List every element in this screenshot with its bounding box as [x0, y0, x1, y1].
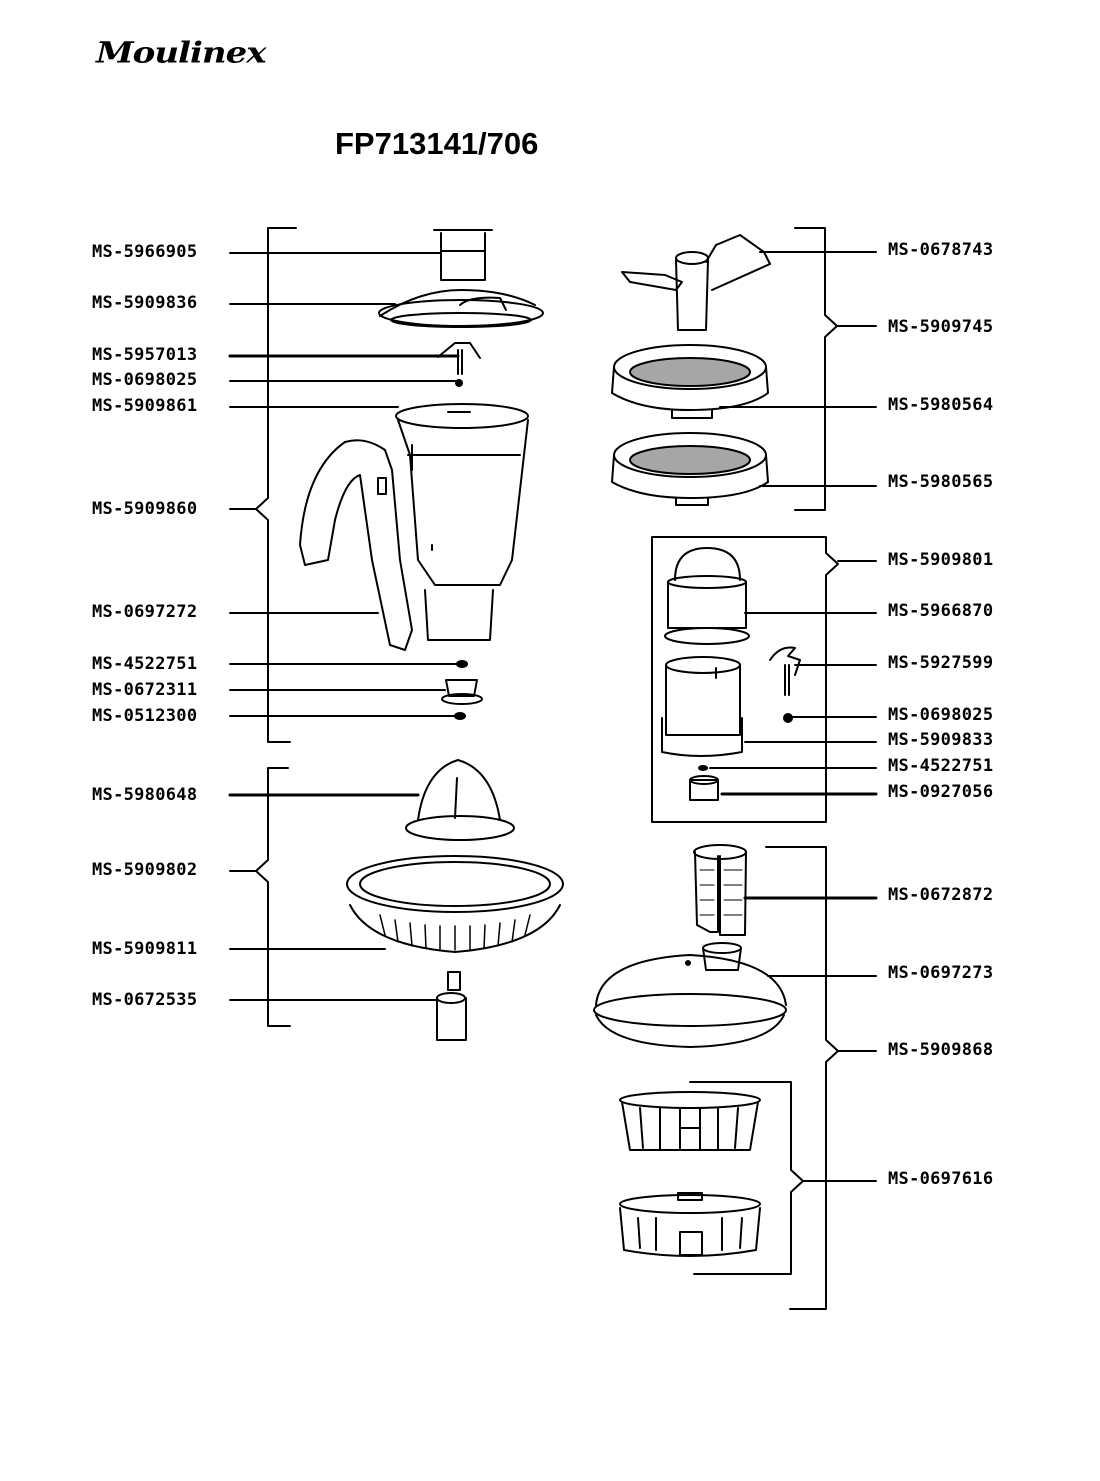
slicer-lid-part	[593, 942, 787, 1048]
part-label: MS-5909745	[888, 317, 994, 337]
part-label: MS-5980648	[92, 785, 198, 805]
part-label: MS-5909802	[92, 860, 198, 880]
leader-lines-right-bottom	[743, 896, 878, 977]
leader-lines-right-top	[719, 251, 877, 487]
grater-disk-part	[611, 344, 769, 419]
blender-handle-part	[299, 439, 413, 651]
part-label: MS-0698025	[92, 370, 198, 390]
blender-jar-part	[395, 403, 529, 641]
part-label: MS-5980565	[888, 472, 994, 492]
part-label: MS-0697272	[92, 602, 198, 622]
part-label: MS-4522751	[92, 654, 198, 674]
part-label: MS-5909833	[888, 730, 994, 750]
blender-blade-part	[437, 342, 481, 387]
bracket-blender-group	[229, 227, 297, 743]
mill-lid-part	[664, 547, 750, 645]
part-label: MS-5909861	[92, 396, 198, 416]
blender-lid-part	[378, 289, 544, 328]
part-label: MS-5909801	[888, 550, 994, 570]
mill-small-parts	[689, 713, 793, 801]
part-label: MS-0672872	[888, 885, 994, 905]
part-label: MS-5957013	[92, 345, 198, 365]
juicer-shaft-part	[436, 971, 467, 1041]
part-label: MS-0698025	[888, 705, 994, 725]
part-label: MS-0672535	[92, 990, 198, 1010]
part-label: MS-0512300	[92, 706, 198, 726]
disc-holder-part	[619, 1091, 761, 1151]
leader-lines-right-mill	[709, 612, 878, 796]
part-label: MS-5966870	[888, 601, 994, 621]
part-label: MS-5980564	[888, 395, 994, 415]
bracket-discs-group	[689, 1081, 877, 1275]
part-label: MS-5909860	[92, 499, 198, 519]
part-label: MS-4522751	[888, 756, 994, 776]
mill-bowl-part	[661, 656, 743, 757]
part-label: MS-0927056	[888, 782, 994, 802]
mill-group-box	[651, 536, 877, 823]
brand-logo: Moulinex	[96, 36, 266, 70]
grater-blade-holder-part	[621, 234, 771, 331]
part-label: MS-0672311	[92, 680, 198, 700]
part-label: MS-0697616	[888, 1169, 994, 1189]
part-label: MS-5909836	[92, 293, 198, 313]
bracket-grater-group	[794, 227, 877, 511]
part-label: MS-5966905	[92, 242, 198, 262]
juicer-cone-part	[405, 759, 515, 841]
part-label: MS-0697273	[888, 963, 994, 983]
part-label: MS-5909811	[92, 939, 198, 959]
leader-lines-left	[228, 252, 461, 1001]
part-label: MS-5927599	[888, 653, 994, 673]
part-label: MS-5909868	[888, 1040, 994, 1060]
feed-pusher-part	[693, 844, 747, 936]
disc-holder-part	[619, 1192, 761, 1257]
part-label: MS-0678743	[888, 240, 994, 260]
grater-disk-part	[611, 432, 769, 506]
mill-blade-part	[769, 646, 801, 696]
model-title: FP713141/706	[335, 126, 539, 161]
measuring-cap-part	[433, 229, 493, 281]
bracket-juicer-group	[229, 767, 291, 1027]
bracket-slicer-group	[765, 846, 877, 1310]
juicer-strainer-part	[346, 855, 564, 953]
blender-small-parts	[441, 660, 483, 720]
